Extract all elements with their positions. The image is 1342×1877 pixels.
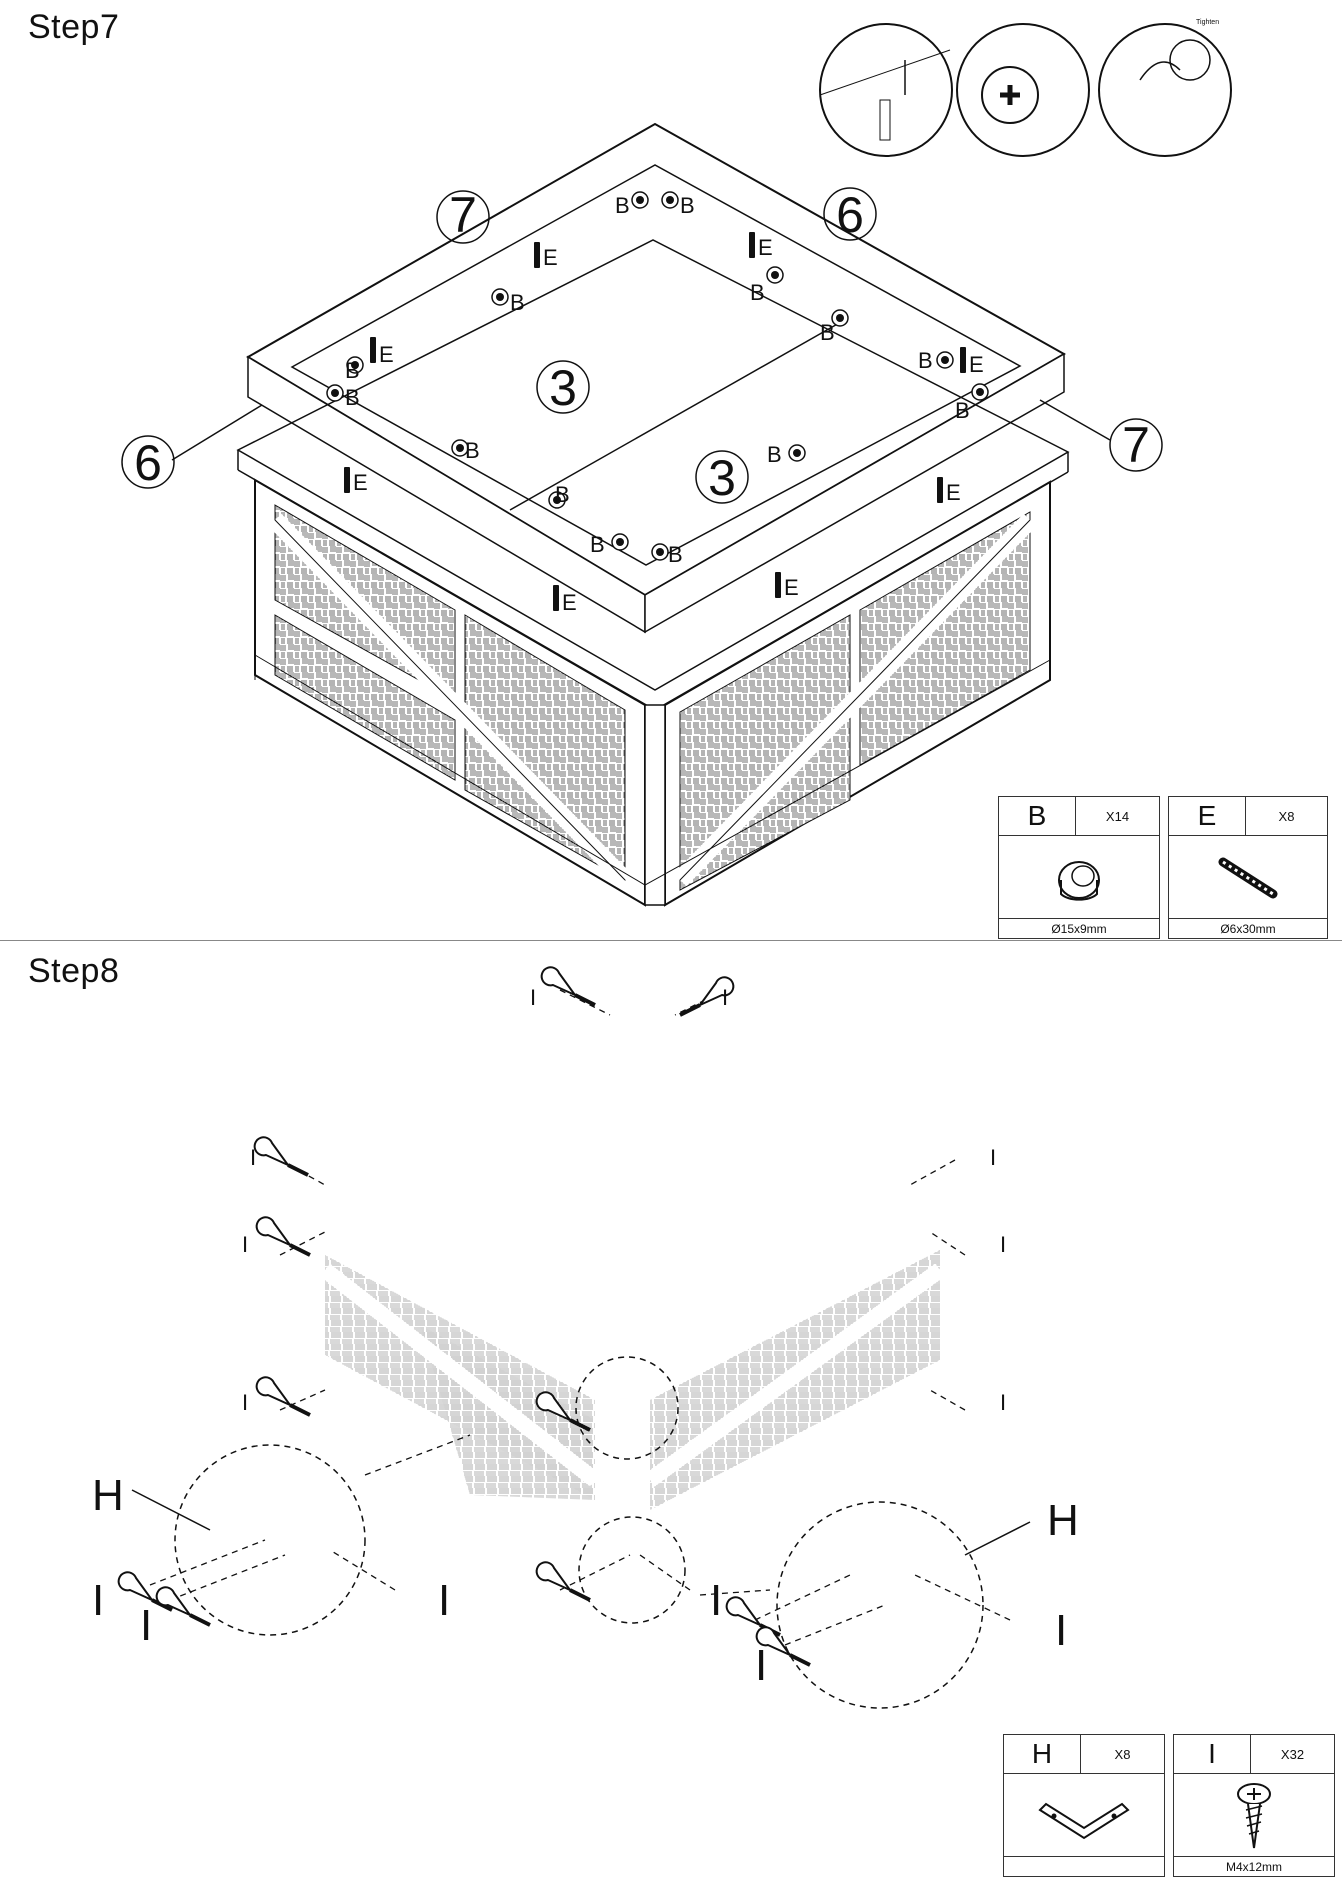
label-i: I	[722, 985, 728, 1010]
label-e: E	[969, 352, 984, 377]
step-divider	[0, 940, 1342, 941]
label-i: I	[1055, 1606, 1067, 1655]
part-size: Ø6x30mm	[1169, 918, 1327, 938]
part-qty: X8	[1114, 1746, 1131, 1762]
corner-bracket-icon	[1038, 1802, 1130, 1840]
label-b: B	[918, 348, 933, 373]
label-b: B	[668, 542, 683, 567]
label-i: I	[530, 985, 536, 1010]
part-letter: H	[1004, 1735, 1081, 1773]
label-e: E	[758, 235, 773, 260]
label-panel-3-right: 3	[708, 450, 736, 506]
label-e: E	[562, 590, 577, 615]
label-b: B	[767, 442, 782, 467]
part-qty: X14	[1105, 808, 1130, 824]
step7-labels: 7 6 6 7 3 3 B B B B B B B B B B B B B B …	[121, 19, 1219, 615]
label-b: B	[345, 385, 360, 410]
step8-title: Step8	[28, 952, 120, 990]
label-h: H	[1047, 1496, 1079, 1545]
part-box-e: E X8 Ø6x30mm	[1168, 796, 1328, 939]
label-i: I	[242, 1232, 248, 1257]
label-board-6-top: 6	[836, 187, 864, 243]
part-qty: X8	[1278, 808, 1295, 824]
label-b: B	[680, 193, 695, 218]
label-e: E	[353, 470, 368, 495]
label-e: E	[379, 342, 394, 367]
label-b: B	[955, 398, 970, 423]
label-i: I	[438, 1576, 450, 1625]
step7-drawing	[171, 23, 1232, 907]
label-b: B	[465, 438, 480, 463]
part-size: M4x12mm	[1174, 1856, 1334, 1876]
label-i: I	[1000, 1232, 1006, 1257]
label-b: B	[510, 290, 525, 315]
label-b: B	[345, 358, 360, 383]
label-i: I	[140, 1601, 152, 1650]
part-letter: I	[1174, 1735, 1251, 1773]
part-size: Ø15x9mm	[999, 918, 1159, 938]
label-board-7-right: 7	[1122, 417, 1150, 473]
part-box-h: H X8	[1003, 1734, 1165, 1877]
label-i: I	[990, 1145, 996, 1170]
label-e: E	[543, 245, 558, 270]
part-letter: E	[1169, 797, 1246, 835]
label-i: I	[92, 1576, 104, 1625]
label-i: I	[1000, 1390, 1006, 1415]
label-b: B	[615, 193, 630, 218]
label-h: H	[92, 1471, 124, 1520]
screw-icon	[1237, 1783, 1271, 1849]
part-letter: B	[999, 797, 1076, 835]
label-i: I	[242, 1390, 248, 1415]
label-tighten: Tighten	[1196, 19, 1219, 26]
label-board-6-left: 6	[134, 435, 162, 491]
dowel-icon	[1218, 857, 1278, 899]
screw-icon	[116, 965, 812, 1667]
label-i: I	[755, 1641, 767, 1690]
step8-drawing	[116, 965, 1031, 1709]
part-box-i: I X32 M4x12mm	[1173, 1734, 1335, 1877]
label-i: I	[710, 1576, 722, 1625]
part-size	[1004, 1856, 1164, 1876]
cam-lock-icon	[1058, 861, 1100, 901]
label-b: B	[590, 532, 605, 557]
label-b: B	[820, 320, 835, 345]
step7-title: Step7	[28, 8, 120, 46]
label-panel-3-left: 3	[549, 360, 577, 416]
part-box-b: B X14 Ø15x9mm	[998, 796, 1160, 939]
part-qty: X32	[1280, 1746, 1305, 1762]
label-board-7-top: 7	[449, 187, 477, 243]
label-e: E	[946, 480, 961, 505]
label-b: B	[555, 482, 570, 507]
step8-labels: H H I I I I I I I I I I I I I I	[92, 985, 1079, 1690]
label-e: E	[784, 575, 799, 600]
label-i: I	[250, 1145, 256, 1170]
label-b: B	[750, 280, 765, 305]
